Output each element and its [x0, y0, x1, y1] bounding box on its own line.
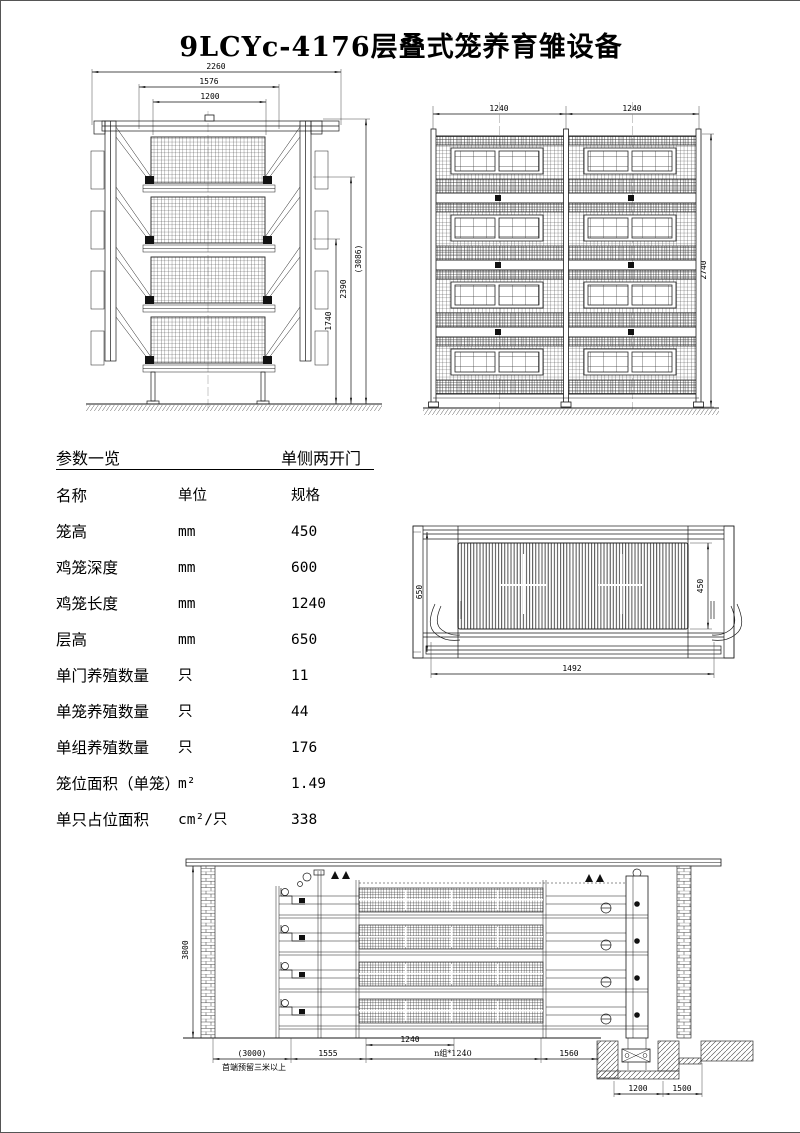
table-header: 参数一览 单侧两开门	[56, 445, 374, 470]
dim-label: 1240	[622, 104, 641, 113]
right-brick-wall	[676, 865, 692, 1039]
col-header: 名称	[56, 487, 88, 505]
dim-label: 650	[415, 585, 424, 600]
params-title: 参数一览	[56, 449, 121, 468]
param-unit: cm²/只	[178, 812, 228, 828]
cage-tier-bands	[358, 887, 544, 1024]
feed-system-top	[297, 868, 642, 887]
param-name: 鸡笼深度	[56, 559, 119, 577]
tier-rails	[279, 895, 648, 1030]
ground-hatch	[423, 409, 719, 415]
dim-label: 2260	[206, 62, 225, 71]
param-name: 鸡笼长度	[56, 595, 119, 613]
col-header: 单位	[178, 488, 207, 504]
left-brick-wall	[200, 865, 216, 1039]
dimension-lines	[425, 532, 714, 676]
dim-label: 2390	[339, 279, 348, 298]
dim-label: 1240	[489, 104, 508, 113]
cage-wire-mesh	[457, 542, 689, 630]
param-value: 176	[291, 740, 318, 756]
dim-label: 1560	[559, 1049, 578, 1058]
manure-trays	[142, 184, 276, 373]
hopper-triangles	[331, 871, 604, 882]
page-title: 9LCYc-4176层叠式笼养育雏设备	[179, 32, 623, 63]
param-value: 1.49	[291, 776, 326, 792]
top-frame	[93, 114, 340, 362]
manure-pit	[596, 1040, 754, 1080]
install-note: 首端预留三米以上	[222, 1062, 286, 1072]
section-view-drawing: 650 450 1492	[412, 525, 743, 678]
dim-label: 3800	[181, 940, 190, 959]
drive-wheels	[600, 901, 640, 1025]
end-frame	[625, 875, 649, 1039]
diagonal-braces	[115, 126, 301, 364]
param-value: 450	[291, 524, 318, 540]
dim-label: (3086)	[354, 245, 363, 274]
mesh-gaps	[501, 554, 643, 614]
param-value: 1240	[291, 596, 326, 612]
param-name: 单只占位面积	[56, 811, 150, 829]
param-name: 层高	[56, 631, 88, 649]
feed-troughs	[429, 601, 743, 641]
side-panels	[90, 150, 329, 366]
param-unit: mm	[178, 632, 196, 648]
support-posts	[428, 128, 704, 408]
dim-label: 1576	[199, 77, 218, 86]
hopper-marks	[495, 195, 634, 335]
param-name: 笼高	[56, 523, 88, 541]
parameter-table: 名称 单位 规格 笼高 mm 450 鸡笼深度 mm 600 鸡笼长度 mm 1…	[56, 478, 391, 838]
feed-hoppers	[280, 888, 305, 1016]
param-unit: 只	[178, 668, 193, 684]
param-unit: mm	[178, 596, 196, 612]
dim-label: 450	[696, 579, 705, 594]
col-header: 规格	[291, 488, 320, 504]
dim-label: 1200	[200, 92, 219, 101]
dim-label: 1240	[400, 1035, 419, 1044]
feed-trough-fittings	[145, 176, 272, 364]
dim-label: 1200	[628, 1084, 647, 1093]
ground-hatch	[86, 405, 382, 411]
dim-label: 1555	[318, 1049, 337, 1058]
dim-label: n组*1240	[434, 1048, 472, 1058]
dim-label: 2740	[699, 260, 708, 279]
extension-lines	[91, 69, 370, 240]
param-unit: 只	[178, 740, 193, 756]
param-unit: m²	[178, 776, 196, 792]
dim-label: 1492	[562, 664, 581, 673]
dimension-lines	[92, 70, 368, 404]
param-name: 单组养殖数量	[56, 739, 150, 757]
param-value: 11	[291, 668, 309, 684]
param-name: 单门养殖数量	[56, 667, 150, 685]
dim-label: 1740	[324, 311, 333, 330]
param-value: 600	[291, 560, 318, 576]
side-elevation-drawing: 2260 1576 1200 1740 2390 (3086)	[86, 62, 382, 411]
param-unit: mm	[178, 524, 196, 540]
param-name: 笼位面积（单笼）	[56, 775, 181, 793]
front-elevation-drawing: 1240 1240 2740	[423, 102, 719, 415]
cage-mesh-tiers	[150, 136, 266, 364]
installation-drawing: 3800	[181, 858, 754, 1097]
variant-label: 单侧两开门	[281, 449, 362, 468]
param-value: 338	[291, 812, 318, 828]
param-value: 650	[291, 632, 318, 648]
param-unit: mm	[178, 560, 196, 576]
dim-label: (3000)	[238, 1049, 267, 1058]
legs	[146, 371, 270, 405]
dim-label: 1500	[672, 1084, 691, 1093]
param-name: 单笼养殖数量	[56, 703, 150, 721]
param-value: 44	[291, 704, 309, 720]
param-unit: 只	[178, 704, 193, 720]
chain-dim-lines	[213, 1043, 598, 1061]
extension-lines	[432, 106, 714, 408]
